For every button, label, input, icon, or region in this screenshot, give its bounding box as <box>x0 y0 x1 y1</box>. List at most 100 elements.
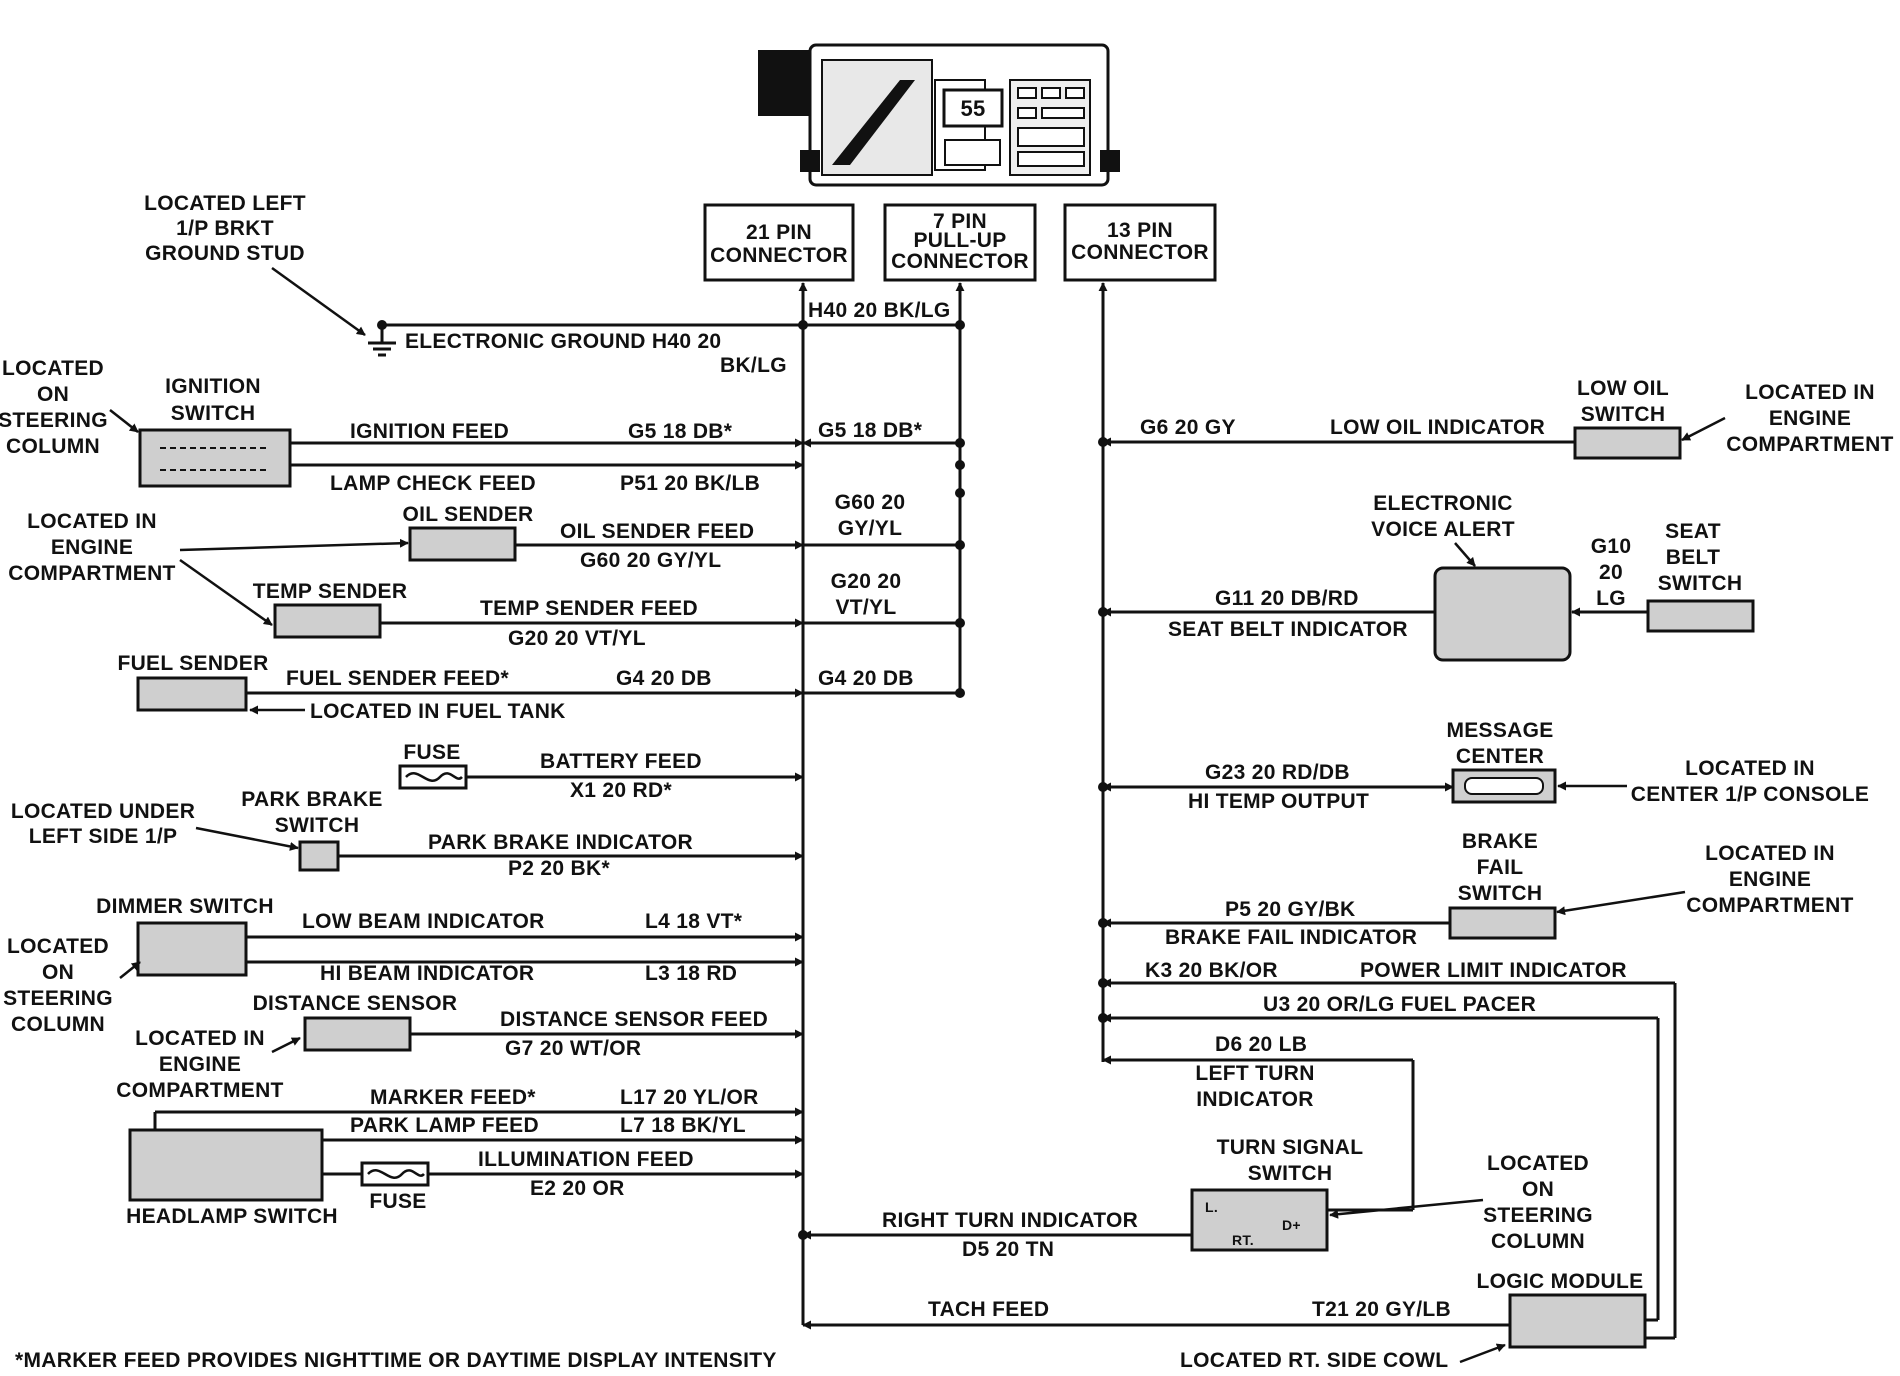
label-turn-signal-location-2: STEERING <box>1483 1204 1593 1227</box>
ground-circuit: LOCATED LEFT 1/P BRKT GROUND STUD ELECTR… <box>144 192 965 377</box>
label-park-brake-title-1: SWITCH <box>275 814 360 837</box>
label-park-brake-code: P2 20 BK* <box>508 857 610 880</box>
label-distance-location-0: LOCATED IN <box>135 1027 265 1050</box>
turn-signal-circuit: D6 20 LB LEFT TURN INDICATOR TURN SIGNAL… <box>798 1033 1593 1261</box>
label-dimmer-location-3: COLUMN <box>11 1013 105 1036</box>
label-temp-code-right-1: VT/YL <box>835 596 896 619</box>
label-left-turn-code: D6 20 LB <box>1215 1033 1307 1056</box>
label-ignition-location-0: LOCATED <box>2 357 104 380</box>
label-logic-tach-code: T21 20 GY/LB <box>1312 1298 1451 1321</box>
cluster-display: 55 <box>960 96 985 121</box>
label-ignition-location-3: COLUMN <box>6 435 100 458</box>
label-ground-location-0: LOCATED LEFT <box>144 192 306 215</box>
distance-sensor-circuit: DISTANCE SENSOR DISTANCE SENSOR FEED G7 … <box>116 992 804 1102</box>
label-footnote: *MARKER FEED PROVIDES NIGHTTIME OR DAYTI… <box>15 1349 777 1372</box>
dimmer-switch <box>136 921 248 977</box>
label-dimmer-low-code: L4 18 VT* <box>645 910 743 933</box>
label-voice-seat-title-2: SWITCH <box>1658 572 1743 595</box>
label-brake-fail-location-1: ENGINE <box>1729 868 1811 891</box>
label-connectors-c7-2: CONNECTOR <box>891 250 1029 273</box>
label-voice-seat-code-0: G10 <box>1591 535 1632 558</box>
label-brake-fail-code: P5 20 GY/BK <box>1225 898 1356 921</box>
label-turn-signal-title-0: TURN SIGNAL <box>1217 1136 1364 1159</box>
brake-fail-switch <box>1448 906 1557 940</box>
label-headlamp-fuse: FUSE <box>369 1190 426 1213</box>
label-brake-fail-label: BRAKE FAIL INDICATOR <box>1165 926 1417 949</box>
label-oil-title: OIL SENDER <box>403 503 534 526</box>
label-brake-fail-location-0: LOCATED IN <box>1705 842 1835 865</box>
label-connectors-c7-0: 7 PIN <box>933 210 987 233</box>
label-low-oil-title-1: SWITCH <box>1581 403 1666 426</box>
logic-module <box>1508 1293 1647 1349</box>
temp-sender-circuit: TEMP SENDER TEMP SENDER FEED G20 20 VT/Y… <box>253 570 965 650</box>
label-power-limit-label: POWER LIMIT INDICATOR <box>1360 959 1627 982</box>
label-ignition-title-0: IGNITION <box>165 375 261 398</box>
label-distance-location-2: COMPARTMENT <box>116 1079 283 1102</box>
fuel-sender <box>136 676 248 712</box>
logic-module-circuit: LOGIC MODULE K3 20 BK/OR POWER LIMIT IND… <box>15 959 1677 1372</box>
label-headlamp-park: PARK LAMP FEED <box>350 1114 539 1137</box>
label-oil-location-0: LOCATED IN <box>27 510 157 533</box>
label-fuel-code-right: G4 20 DB <box>818 667 914 690</box>
label-temp-title: TEMP SENDER <box>253 580 408 603</box>
label-ground-location-2: GROUND STUD <box>145 242 305 265</box>
label-turn-signal-location-3: COLUMN <box>1491 1230 1585 1253</box>
label-headlamp-illum: ILLUMINATION FEED <box>478 1148 694 1171</box>
label-connectors-c13-0: 13 PIN <box>1107 219 1173 242</box>
label-message-code: G23 20 RD/DB <box>1205 761 1350 784</box>
low-oil-switch-circuit: LOW OIL SWITCH G6 20 GY LOW OIL INDICATO… <box>1098 377 1893 460</box>
label-voice-seat-code-2: LG <box>1596 587 1626 610</box>
label-message-location-1: CENTER 1/P CONSOLE <box>1631 783 1869 806</box>
label-ignition-feed-code-right: G5 18 DB* <box>818 419 923 442</box>
ignition-switch <box>138 428 292 488</box>
label-voice-title-1: VOICE ALERT <box>1371 518 1515 541</box>
label-headlamp-marker-code: L17 20 YL/OR <box>620 1086 759 1109</box>
label-turn-signal-rt-mark: RT. <box>1232 1232 1254 1248</box>
park-brake-switch <box>298 840 340 872</box>
label-fuel-title: FUEL SENDER <box>117 652 268 675</box>
label-battery-feed: BATTERY FEED <box>540 750 702 773</box>
label-logic-tach: TACH FEED <box>928 1298 1049 1321</box>
label-low-oil-location-0: LOCATED IN <box>1745 381 1875 404</box>
label-low-oil-label: LOW OIL INDICATOR <box>1330 416 1545 439</box>
label-temp-code-right-0: G20 20 <box>831 570 902 593</box>
label-fuel-location: LOCATED IN FUEL TANK <box>310 700 566 723</box>
label-ignition-lamp-check: LAMP CHECK FEED <box>330 472 536 495</box>
label-distance-location-1: ENGINE <box>159 1053 241 1076</box>
label-dimmer-low: LOW BEAM INDICATOR <box>302 910 545 933</box>
label-park-brake-feed: PARK BRAKE INDICATOR <box>428 831 693 854</box>
label-temp-code: G20 20 VT/YL <box>508 627 646 650</box>
label-low-oil-location-2: COMPARTMENT <box>1726 433 1893 456</box>
label-ignition-lamp-check-code: P51 20 BK/LB <box>620 472 760 495</box>
label-connectors-c21-0: 21 PIN <box>746 221 812 244</box>
instrument-cluster: 55 <box>758 43 1120 187</box>
label-left-turn-label-0: LEFT TURN <box>1195 1062 1314 1085</box>
label-ignition-title-1: SWITCH <box>171 402 256 425</box>
label-brake-fail-title-0: BRAKE <box>1462 830 1538 853</box>
label-message-title-1: CENTER <box>1456 745 1544 768</box>
label-voice-title-0: ELECTRONIC <box>1373 492 1513 515</box>
label-oil-location-1: ENGINE <box>51 536 133 559</box>
seat-belt-switch <box>1646 599 1755 633</box>
label-ground-label-2: BK/LG <box>720 354 787 377</box>
label-low-oil-code: G6 20 GY <box>1140 416 1236 439</box>
label-low-oil-location-1: ENGINE <box>1769 407 1851 430</box>
label-fuel-pacer-label: U3 20 OR/LG FUEL PACER <box>1263 993 1536 1016</box>
label-dimmer-hi-code: L3 18 RD <box>645 962 737 985</box>
label-distance-title: DISTANCE SENSOR <box>253 992 458 1015</box>
label-low-oil-title-0: LOW OIL <box>1577 377 1669 400</box>
fuel-sender-circuit: FUEL SENDER FUEL SENDER FEED* G4 20 DB L… <box>117 652 965 723</box>
label-ground-label-1: ELECTRONIC GROUND H40 20 <box>405 330 721 353</box>
label-turn-signal-title-1: SWITCH <box>1248 1162 1333 1185</box>
label-turn-signal-d-mark: D+ <box>1282 1217 1301 1233</box>
label-turn-signal-right-code: D5 20 TN <box>962 1238 1054 1261</box>
label-park-brake-location-1: LEFT SIDE 1/P <box>29 825 178 848</box>
label-headlamp-title: HEADLAMP SWITCH <box>126 1205 338 1228</box>
label-voice-seat-code-1: 20 <box>1599 561 1623 584</box>
oil-sender <box>408 526 517 562</box>
label-connectors-c7-1: PULL-UP <box>913 229 1006 252</box>
label-ground-pullup-label: H40 20 BK/LG <box>808 299 950 322</box>
label-fuel-feed: FUEL SENDER FEED* <box>286 667 509 690</box>
label-logic-location: LOCATED RT. SIDE COWL <box>1180 1349 1448 1372</box>
